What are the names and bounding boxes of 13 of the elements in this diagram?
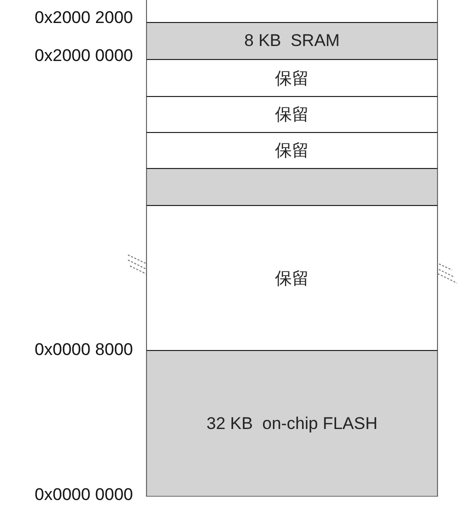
region-label: 保留 [275,68,309,90]
memory-region [146,22,438,59]
region-label: 保留 [275,268,309,290]
address-label: 0x2000 2000 [34,8,133,28]
region-label: 保留 [275,140,309,162]
memory-region [146,350,438,496]
address-label: 0x0000 8000 [34,340,133,360]
region-label: 8 KB SRAM [244,31,340,51]
memory-region [146,168,438,205]
address-label: 0x2000 0000 [34,46,133,66]
region-label: 保留 [275,104,309,126]
region-label: 32 KB on-chip FLASH [206,414,378,434]
address-label: 0x0000 0000 [34,485,133,505]
